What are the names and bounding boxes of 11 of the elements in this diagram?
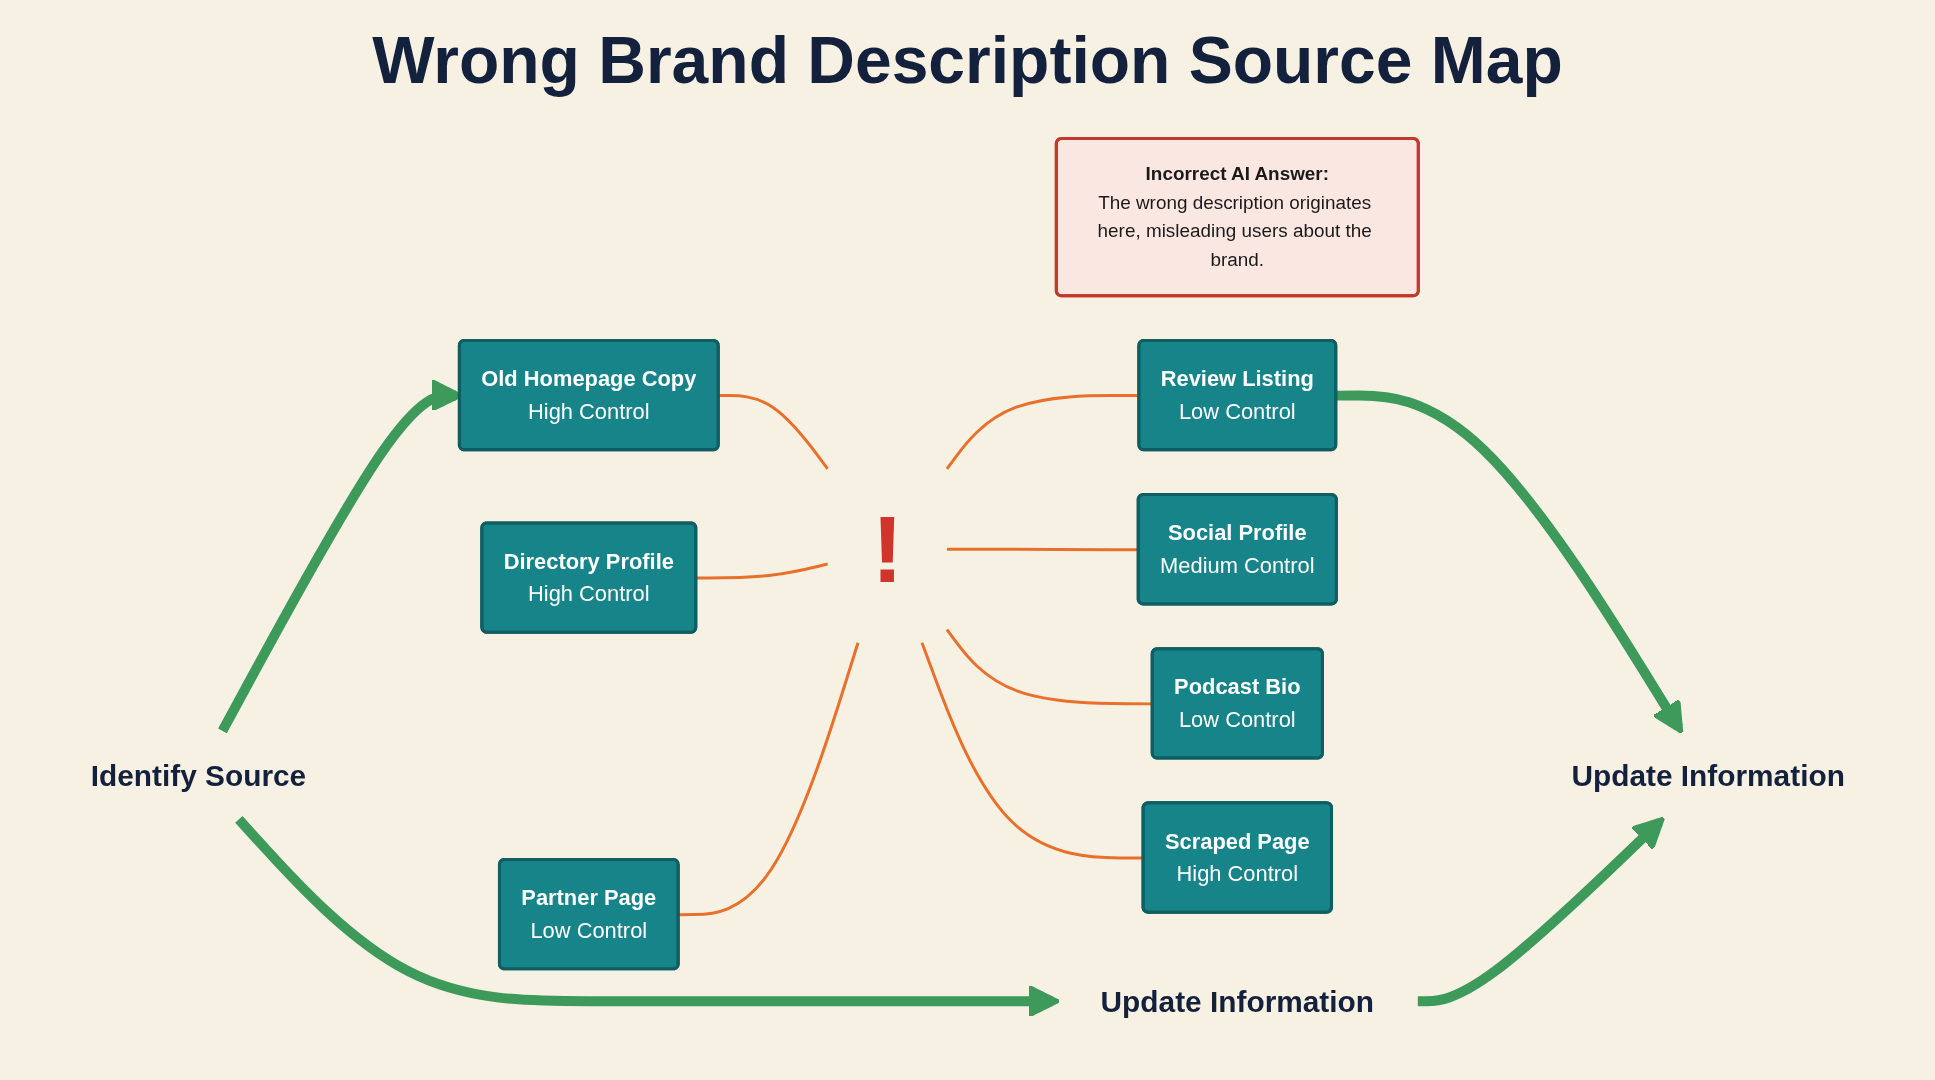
- title: Wrong Brand Description Source Map: [372, 22, 1563, 98]
- arrow: [1417, 816, 1665, 1007]
- connector: [695, 562, 828, 580]
- node-text: Identify Source: [90, 758, 306, 792]
- node-text: Update Information: [1100, 984, 1374, 1018]
- connector: [718, 394, 829, 470]
- arrow: [1335, 390, 1683, 735]
- node-text: Update Information: [1571, 758, 1845, 792]
- connector: [678, 642, 860, 917]
- node-text: !: [871, 495, 903, 602]
- arrow: [234, 816, 1060, 1018]
